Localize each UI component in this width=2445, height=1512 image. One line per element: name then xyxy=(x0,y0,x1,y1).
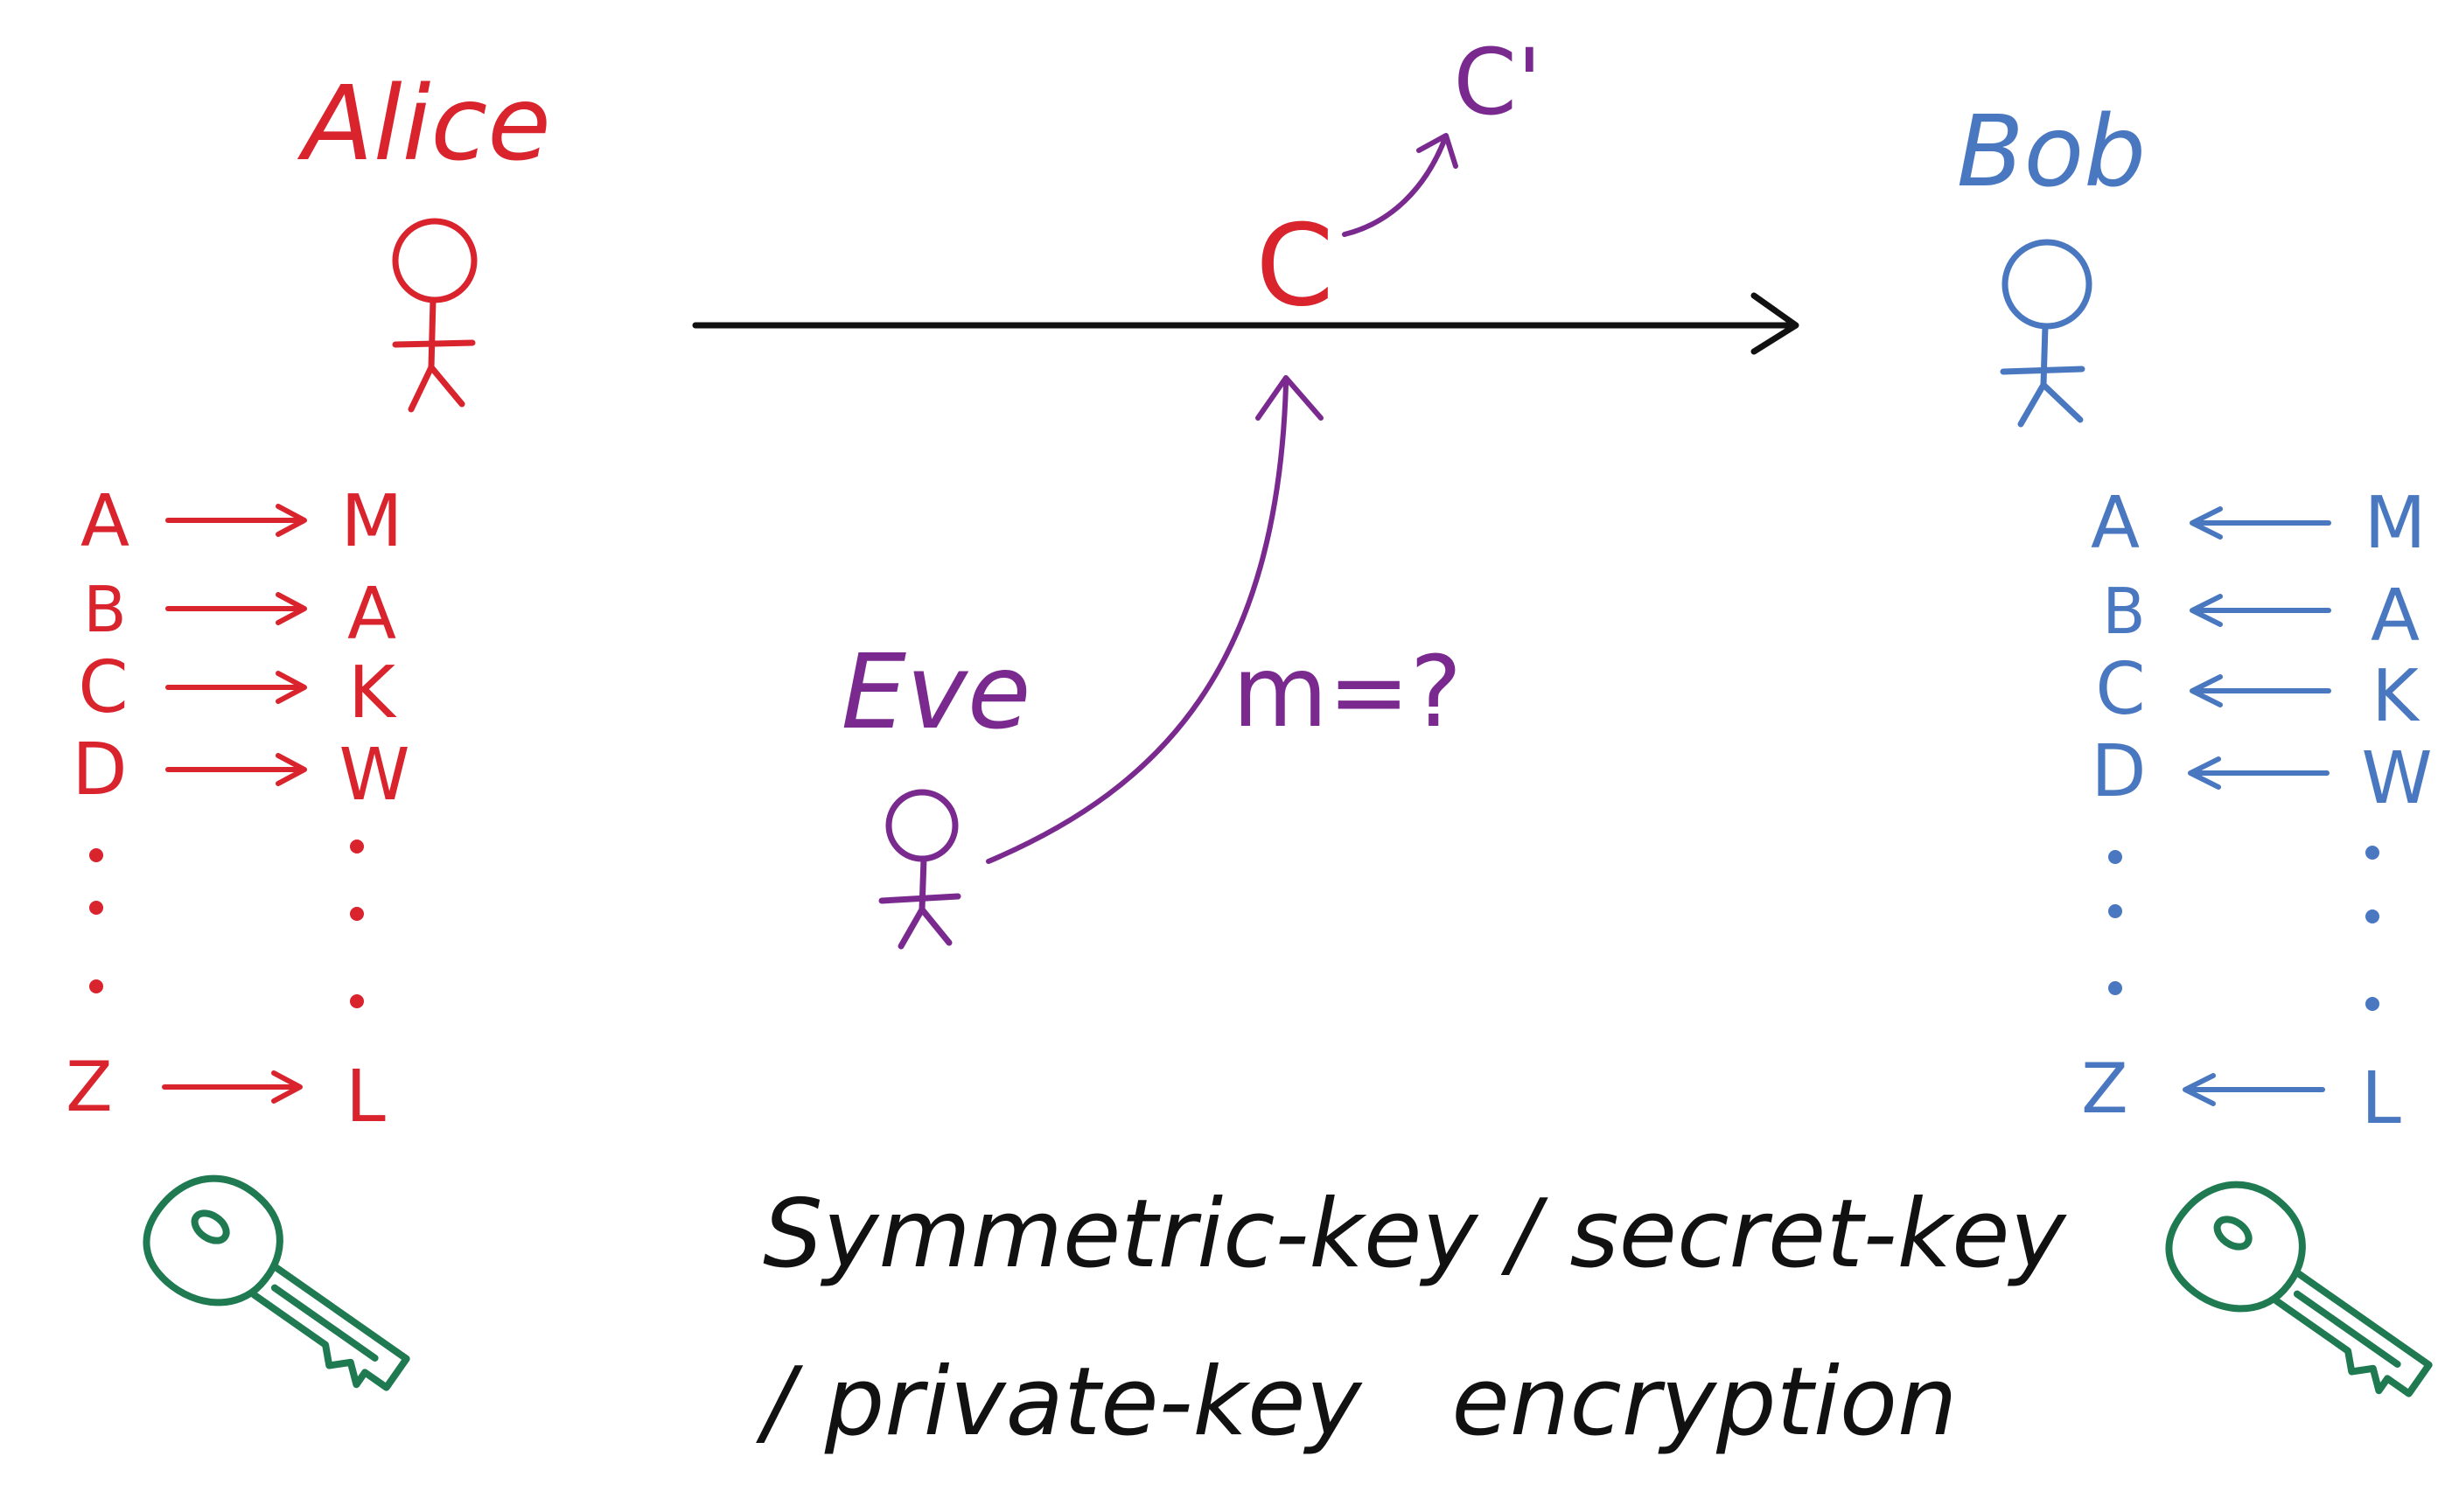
alice-plain-letter: D xyxy=(72,728,127,812)
bob-mapping-row: D W xyxy=(2091,730,2432,820)
alice-mapping-row: B A xyxy=(83,573,396,656)
bob-cipher-letter: A xyxy=(2371,575,2420,658)
alice-arrow xyxy=(165,753,307,786)
bob-stick-figure xyxy=(2000,239,2092,428)
bob-plain-letter: D xyxy=(2091,730,2146,813)
eve-intercept-arrow xyxy=(986,375,1324,864)
bob-mapping-table: A M B A C K D xyxy=(2081,482,2432,1140)
bob-plain-letter: C xyxy=(2095,648,2145,731)
caption-line-1: Symmetric-key / secret-key xyxy=(763,1180,2068,1289)
alice-key-icon xyxy=(143,1174,410,1391)
bob-cipher-letter: K xyxy=(2372,655,2421,738)
bob-plain-letter: A xyxy=(2091,482,2140,565)
alice-plain-letter: B xyxy=(83,573,126,646)
bob-mapping-row: A M xyxy=(2091,482,2426,565)
bob-arrow xyxy=(2188,756,2330,790)
caption-line-2: / private-key encryption xyxy=(756,1348,1957,1457)
alice-mapping-row: C K xyxy=(78,646,397,735)
bob-cipher-letter: W xyxy=(2361,737,2432,820)
alice-mapping-row: Z L xyxy=(66,1049,386,1139)
bob-arrow xyxy=(2190,506,2331,540)
alice-ellipsis-plain xyxy=(89,848,103,993)
alice-arrow xyxy=(162,1070,303,1104)
bob-mapping-row: Z L xyxy=(2081,1050,2401,1140)
alice-arrow xyxy=(165,592,307,625)
bob-key-icon xyxy=(2165,1181,2433,1397)
bob-arrow xyxy=(2183,1073,2325,1106)
alice-plain-letter: C xyxy=(78,646,128,729)
bob-cipher-letter: M xyxy=(2365,482,2427,565)
bob-cipher-letter: L xyxy=(2361,1057,2401,1140)
alice-arrow xyxy=(165,504,307,537)
bob-arrow xyxy=(2190,594,2331,627)
channel-arrow xyxy=(692,292,1799,355)
ciphertext-label: C xyxy=(1255,201,1333,331)
alice-cipher-letter: W xyxy=(339,734,409,817)
bob-ellipsis-cipher xyxy=(2365,846,2379,1011)
alice-name: Alice xyxy=(297,63,551,184)
alice-mapping-row: A M xyxy=(80,480,402,563)
alice-cipher-letter: K xyxy=(348,651,397,735)
alice-plain-letter: Z xyxy=(66,1049,112,1127)
bob-mapping-row: C K xyxy=(2095,648,2421,738)
bob-plain-letter: Z xyxy=(2081,1050,2127,1129)
alice-cipher-letter: A xyxy=(347,573,396,656)
bob-ellipsis-plain xyxy=(2108,850,2122,995)
tamper-arrow xyxy=(1342,133,1458,237)
alice-cipher-letter: L xyxy=(346,1056,386,1139)
eve-name: Eve xyxy=(842,631,1031,752)
alice-ellipsis-cipher xyxy=(350,840,364,1008)
eve-question: m=? xyxy=(1233,636,1462,749)
alice-arrow xyxy=(165,671,307,704)
eve-stick-figure xyxy=(878,789,961,950)
alice-cipher-letter: M xyxy=(341,480,403,563)
bob-name: Bob xyxy=(1957,95,2146,209)
tampered-ciphertext-label: C' xyxy=(1453,29,1541,136)
bob-arrow xyxy=(2190,674,2331,707)
bob-mapping-row: B A xyxy=(2102,575,2420,658)
alice-mapping-row: D W xyxy=(72,728,409,817)
alice-mapping-table: A M B A C K D xyxy=(66,480,409,1139)
alice-stick-figure xyxy=(392,218,478,413)
alice-plain-letter: A xyxy=(80,480,129,563)
bob-plain-letter: B xyxy=(2102,575,2145,648)
